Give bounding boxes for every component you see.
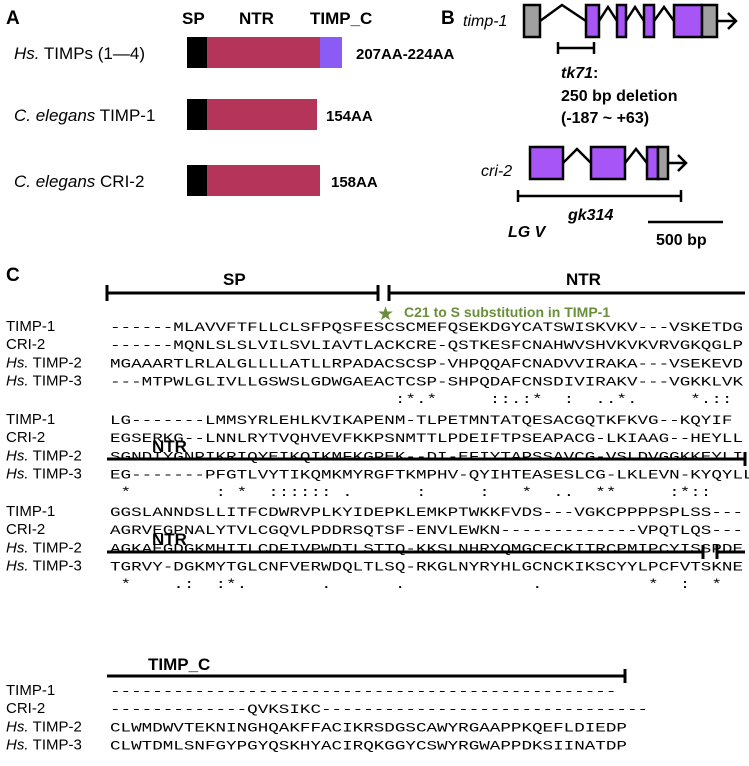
exon-1-timp1 [584, 3, 601, 39]
exon-1-cri2 [528, 145, 565, 181]
domain-sp-cri2 [187, 165, 207, 196]
seq-name-b4-r1: TIMP-1 [6, 682, 55, 699]
top-label-ntr: NTR [566, 270, 601, 289]
sequence-b2-r2: EGSERKG--LNNLRYTVQHVEVFKKPSNMTTLPDEIFTPS… [110, 431, 743, 446]
exon-4-timp1 [672, 3, 704, 39]
seq-name-b3-r4: Hs. TIMP-3 [6, 558, 82, 575]
seq-name-b3-r3: Hs. TIMP-2 [6, 539, 82, 556]
seq-name-b2-r2: CRI-2 [6, 429, 45, 446]
exon-2-cri2 [589, 145, 627, 181]
sequence-b3-r1: GGSLANNDSLLITFCDWRVPLKYIDEPKLEMKPTWKKFVD… [110, 505, 743, 520]
seq-name-b3-r1: TIMP-1 [6, 503, 55, 520]
panel-c: C SP NTR ★ C21 to S substitution in TIMP… [6, 265, 749, 754]
allele-label-gk314: gk314 [567, 207, 613, 224]
seq-name-b2-r3: Hs. TIMP-2 [6, 447, 82, 464]
domain-ntr-cri2 [207, 165, 320, 196]
top-domain-bars [105, 285, 745, 301]
consensus-b1: :*.* ::.:* : ..*. *.:: [110, 392, 732, 407]
seq-name-b4-r3: Hs. TIMP-2 [6, 718, 82, 735]
seq-name-b2-r1: TIMP-1 [6, 411, 55, 428]
sequence-b2-r3: SGNDIYGNPIKRIQYEIKQIKMFKGPEK--DI-EFIYTAP… [110, 449, 743, 464]
header-ntr: NTR [239, 9, 274, 28]
length-cri2: 158AA [331, 174, 378, 191]
length-timp1: 154AA [326, 108, 373, 125]
sequence-b3-r2: AGRVEGPNALYTVLCGQVLPDDRSQTSF-ENVLEWKN---… [110, 523, 743, 538]
domain-ntr-timp1 [207, 99, 317, 130]
seq-name-b3-r2: CRI-2 [6, 521, 45, 538]
sequence-b4-r4: CLWTDMLSNFGYPGYQSKHYACIRQKGGYCSWYRGWAPPD… [110, 739, 627, 754]
sequence-b4-r1: ----------------------------------------… [110, 684, 616, 699]
domain-sp-timp1 [187, 99, 207, 130]
star-icon: ★ [377, 304, 394, 325]
deletion-range: (-187 ~ +63) [561, 110, 649, 127]
sequence-b4-r3: CLWMDWVTEKNINGHQAKFFACIKRSDGSCAWYRGAAPPK… [110, 720, 627, 735]
header-timp-c: TIMP_C [310, 9, 372, 28]
sequence-b2-r4: EG-------PFGTLVYTIKQMKMYRGFTKMPHV-QYIHTE… [110, 468, 749, 483]
sequence-b3-r4: TGRVY-DGKMYTGLCNFVERWDQLTLSQ-RKGLNYRYHLG… [110, 560, 743, 575]
allele-label-tk71: tk71: [561, 65, 598, 82]
panel-b-letter: B [441, 8, 455, 29]
panel-a: A SP NTR TIMP_C Hs. TIMPs (1—4) 207AA-22… [6, 8, 455, 196]
seq-name-b1-r1: TIMP-1 [6, 318, 55, 335]
row-label-ce-cri2: C. elegans CRI-2 [14, 172, 144, 191]
utr-3-timp1 [700, 3, 719, 39]
gene-label-timp1: timp-1 [463, 13, 507, 30]
utr-3-cri2 [656, 145, 670, 181]
exon-2-timp1 [615, 3, 628, 39]
consensus-b2: * : * :::::: . : : * .. ** :*:: [110, 485, 711, 500]
deletion-bar-tk71 [556, 42, 596, 54]
header-sp: SP [182, 9, 205, 28]
seq-name-b1-r4: Hs. TIMP-3 [6, 373, 82, 390]
panel-b: B timp-1 tk71: 250 bp deletion (-187 ~ +… [441, 3, 738, 249]
exon-3-cri2 [645, 145, 660, 181]
domain-ntr-hs [207, 37, 320, 68]
substitution-annotation: C21 to S substitution in TIMP-1 [404, 304, 610, 320]
row-label-ce-timp1: C. elegans TIMP-1 [14, 106, 155, 125]
sequence-b1-r4: ---MTPWLGLIVLLGSWSLGDWGAEACTCSP-SHPQDAFC… [110, 375, 743, 390]
sequence-b4-r2: -------------QVKSIKC--------------------… [110, 702, 648, 717]
utr-5-timp1 [522, 3, 542, 39]
row-label-hs-timps: Hs. TIMPs (1—4) [14, 44, 145, 63]
gene-label-cri2: cri-2 [481, 163, 512, 180]
consensus-b3: * .: :*. . . . * : * [110, 577, 722, 592]
block-label-2: NTR [152, 437, 187, 456]
top-label-sp: SP [223, 270, 246, 289]
seq-name-b4-r4: Hs. TIMP-3 [6, 737, 82, 754]
sequence-b3-r3: AGKAEGDGKMHITLCDFIVPWDTLSTTQ-KKSLNHRYQMG… [110, 541, 743, 556]
seq-name-b1-r2: CRI-2 [6, 336, 45, 353]
panel-a-letter: A [6, 8, 20, 29]
seq-name-b2-r4: Hs. TIMP-3 [6, 466, 82, 483]
length-hs: 207AA-224AA [356, 46, 455, 63]
sequence-alignment: TIMP-1 ------MLAVVFTFLLCLSFPQSFESCSCMEFQS… [6, 318, 749, 754]
gene-model-cri2 [528, 145, 688, 181]
seq-name-b4-r2: CRI-2 [6, 700, 45, 717]
block-label-3: NTR [152, 530, 187, 549]
seq-name-b1-r3: Hs. TIMP-2 [6, 354, 82, 371]
deletion-size: 250 bp deletion [561, 88, 677, 105]
sequence-b1-r2: ------MQNLSLSLVILSVLIAVTLACKCRE-QSTKESFC… [110, 338, 743, 353]
sequence-b1-r1: ------MLAVVFTFLLCLSFPQSFESCSCMEFQSEKDGYC… [110, 320, 743, 335]
sequence-b1-r3: MGAAARTLRLALGLLLLATLLRPADACSCSP-VHPQQAFC… [110, 356, 743, 371]
exon-3-timp1 [642, 3, 656, 39]
domain-timp-c-hs [320, 37, 342, 68]
chromosome-label: LG V [508, 224, 547, 241]
domain-sp-hs [187, 37, 207, 68]
gene-model-timp1 [522, 3, 738, 39]
scale-bar-label: 500 bp [656, 232, 707, 249]
panel-c-letter: C [6, 265, 20, 286]
deletion-bar-gk314 [516, 190, 683, 202]
block-label-4: TIMP_C [148, 655, 210, 674]
sequence-b2-r1: LG-------LMMSYRLEHLKVIKAPENM-TLPETMNTATQ… [110, 413, 732, 428]
